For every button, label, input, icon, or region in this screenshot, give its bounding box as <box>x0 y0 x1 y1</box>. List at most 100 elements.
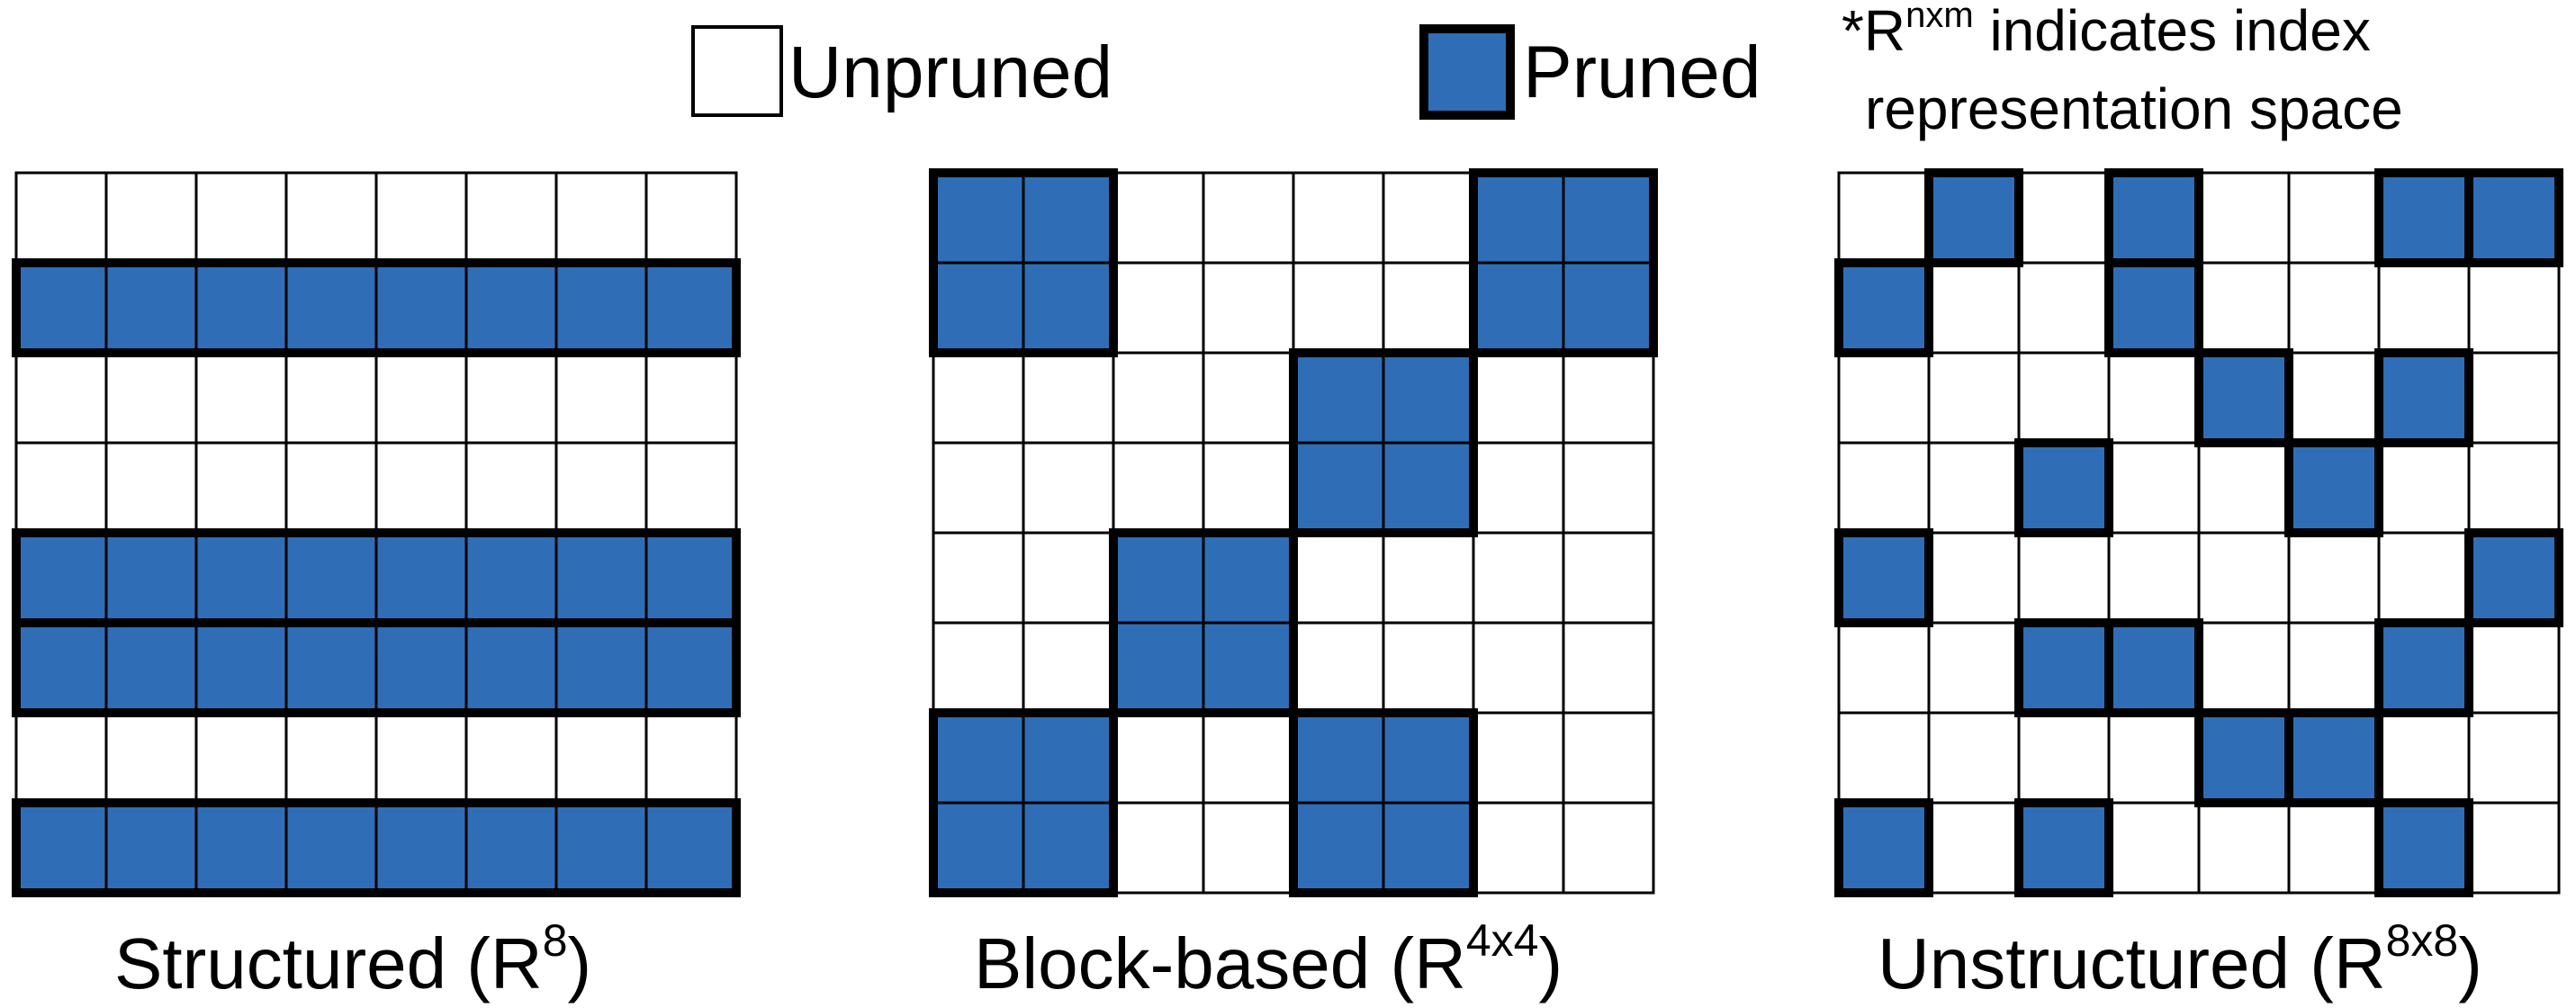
unpruned-cell <box>2467 801 2561 895</box>
pruned-cell <box>194 261 288 355</box>
pruned-cell <box>1022 261 1115 355</box>
unpruned-cell <box>194 351 288 445</box>
pruned-group-outline <box>12 618 741 717</box>
unpruned-cell <box>1382 171 1475 265</box>
unpruned-cell <box>1292 171 1385 265</box>
pruned-cell <box>464 261 558 355</box>
pruned-cell <box>2377 171 2471 265</box>
unpruned-cell <box>2107 531 2201 625</box>
pruned-group-outline <box>2284 708 2383 807</box>
pruned-group-outline <box>2464 528 2563 627</box>
unpruned-cell <box>2197 801 2291 895</box>
legend-pruned-label: Pruned <box>1523 32 1761 113</box>
unpruned-cell <box>2467 441 2561 535</box>
unpruned-cell <box>2287 801 2381 895</box>
unpruned-cell <box>2017 711 2111 805</box>
unpruned-cell <box>2467 711 2561 805</box>
unpruned-cell <box>1112 441 1205 535</box>
unpruned-cell <box>1927 441 2021 535</box>
pruned-cell <box>2467 171 2561 265</box>
unpruned-cell <box>2017 531 2111 625</box>
pruned-cell <box>374 531 468 625</box>
unpruned-cell <box>1472 801 1565 895</box>
pruned-cell <box>14 801 108 895</box>
pruned-group-outline <box>2464 168 2563 267</box>
unpruned-cell <box>2107 711 2201 805</box>
pruned-cell <box>2197 351 2291 445</box>
pruned-cell <box>644 531 738 625</box>
pruned-cell <box>284 801 378 895</box>
unpruned-cell <box>2197 621 2291 715</box>
pruned-group-outline <box>1834 258 1933 357</box>
unpruned-cell <box>464 171 558 265</box>
pruned-cell <box>284 531 378 625</box>
unpruned-cell <box>374 351 468 445</box>
unpruned-cell <box>1292 621 1385 715</box>
unpruned-cell <box>464 711 558 805</box>
pruned-cell <box>1472 261 1565 355</box>
unpruned-cell <box>104 711 198 805</box>
unpruned-cell <box>2197 531 2291 625</box>
unpruned-cell <box>1022 621 1115 715</box>
unpruned-cell <box>374 171 468 265</box>
pruned-cell <box>464 621 558 715</box>
unpruned-cell <box>2467 621 2561 715</box>
unpruned-cell <box>284 441 378 535</box>
pruned-cell <box>194 621 288 715</box>
unpruned-cell <box>554 711 648 805</box>
unpruned-cell <box>194 171 288 265</box>
unpruned-cell <box>1112 711 1205 805</box>
unpruned-cell <box>2377 531 2471 625</box>
pruned-cell <box>194 531 288 625</box>
unpruned-cell <box>554 351 648 445</box>
pruned-cell <box>932 261 1025 355</box>
unpruned-cell <box>1472 441 1565 535</box>
unpruned-cell <box>1837 171 1931 265</box>
unpruned-cell <box>2107 801 2201 895</box>
unpruned-cell <box>1562 711 1655 805</box>
structured-panel <box>12 171 741 897</box>
pruned-cell <box>464 801 558 895</box>
pruned-cell <box>2107 171 2201 265</box>
pruned-cell <box>2467 531 2561 625</box>
unpruned-cell <box>1202 711 1295 805</box>
unpruned-cell <box>644 441 738 535</box>
unpruned-cell <box>1202 351 1295 445</box>
unpruned-cell <box>1112 351 1205 445</box>
unpruned-cell <box>2287 171 2381 265</box>
unpruned-cell <box>1022 351 1115 445</box>
pruned-cell <box>1927 171 2021 265</box>
note-superscript: nxm <box>1905 0 1974 35</box>
pruned-group-outline <box>1289 348 1478 537</box>
pruned-cell <box>374 801 468 895</box>
pruned-cell <box>932 171 1025 265</box>
pruned-cell <box>2377 351 2471 445</box>
unpruned-cell <box>284 711 378 805</box>
pruned-cell <box>1112 531 1205 625</box>
pruned-cell <box>1022 801 1115 895</box>
pruned-cell <box>104 261 198 355</box>
pruned-cell <box>1292 711 1385 805</box>
pruned-group-outline <box>1469 168 1658 357</box>
unpruned-cell <box>1022 441 1115 535</box>
unpruned-cell <box>1562 801 1655 895</box>
unpruned-cell <box>2197 441 2291 535</box>
pruned-group-outline <box>2374 348 2473 447</box>
unpruned-cell <box>1382 261 1475 355</box>
unpruned-cell <box>1382 531 1475 625</box>
unpruned-cell <box>932 531 1025 625</box>
unpruned-cell <box>2287 351 2381 445</box>
pruned-cell <box>14 621 108 715</box>
unpruned-cell <box>1202 441 1295 535</box>
pruned-cell <box>104 621 198 715</box>
block-based-panel <box>929 168 1658 897</box>
pruned-cell <box>1562 261 1655 355</box>
pruned-cell <box>644 801 738 895</box>
pruned-cell <box>2377 801 2471 895</box>
pruned-cell <box>2017 621 2111 715</box>
unpruned-cell <box>1927 351 2021 445</box>
pruned-cell <box>2017 441 2111 535</box>
unpruned-cell <box>2467 261 2561 355</box>
pruned-cell <box>284 261 378 355</box>
unpruned-cell <box>644 351 738 445</box>
